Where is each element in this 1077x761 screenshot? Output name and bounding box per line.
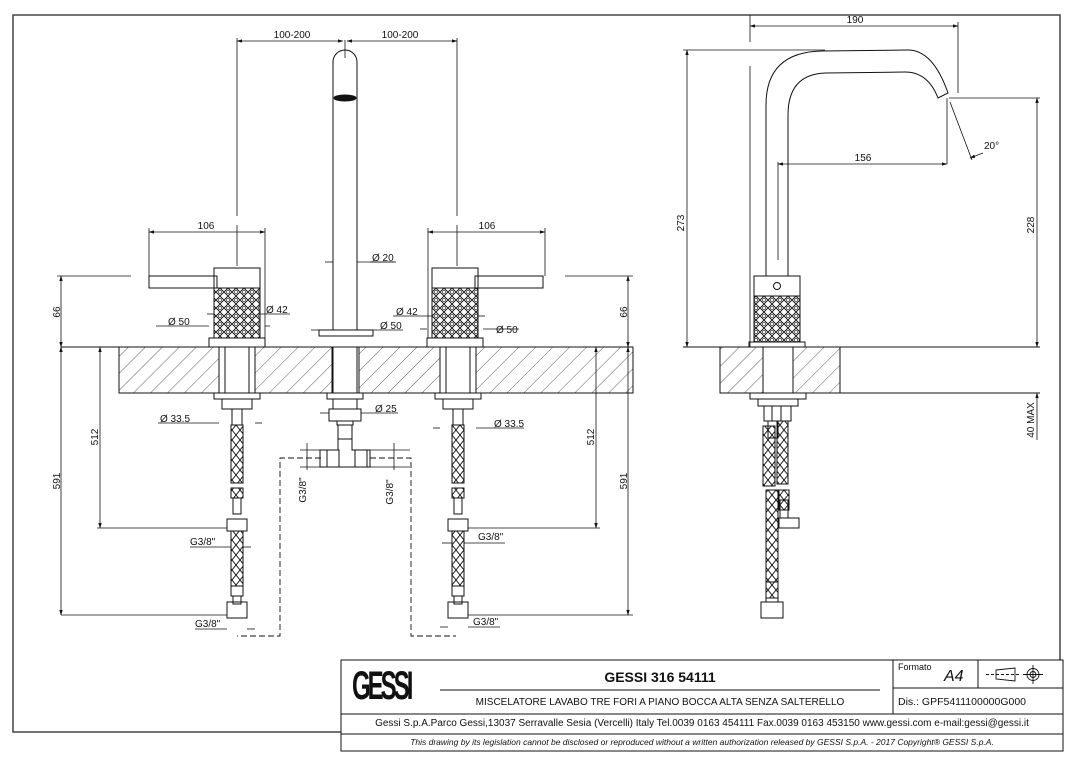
dim-outlet-height: 228 xyxy=(1026,216,1037,233)
first-angle-projection-icon xyxy=(986,665,1043,684)
format-value: A4 xyxy=(944,668,964,685)
dim-shank-diameter-left: Ø 33.5 xyxy=(160,414,190,425)
dim-spacing-left: 100-200 xyxy=(274,30,311,41)
dim-hose-length-right: 512 xyxy=(586,428,597,445)
front-view: 100-200 100-200 106 106 Ø 20 Ø 42 Ø 50 Ø… xyxy=(52,30,634,637)
dim-spout-reach: 156 xyxy=(855,153,872,164)
dim-spout-base-diameter: Ø 50 xyxy=(380,321,402,332)
dim-spout-shank-diameter: Ø 25 xyxy=(375,404,397,415)
dim-deck-thickness: 40 MAX xyxy=(1026,402,1037,438)
side-dimensions xyxy=(683,15,1040,440)
product-description: MISCELATORE LAVABO TRE FORI A PIANO BOCC… xyxy=(475,697,845,708)
dim-total-height: 273 xyxy=(676,214,687,231)
spout xyxy=(318,40,374,468)
dim-handle-base-diameter-right: Ø 50 xyxy=(496,325,518,336)
front-dimensions xyxy=(57,38,633,630)
dim-handle-width-right: 106 xyxy=(479,221,496,232)
right-handle xyxy=(426,267,544,619)
side-handle-top xyxy=(753,275,801,297)
dim-thread-mid-right: G3/8" xyxy=(478,532,504,543)
dim-handle-body-diameter-right: Ø 42 xyxy=(396,307,418,318)
dim-outlet-angle: 20° xyxy=(984,141,999,152)
dim-handle-base-diameter-left: Ø 50 xyxy=(168,317,190,328)
company-address: Gessi S.p.A.Parco Gessi,13037 Serravalle… xyxy=(375,718,1029,729)
left-handle xyxy=(148,267,266,619)
dim-projection: 190 xyxy=(847,15,864,26)
deck-section xyxy=(118,346,634,394)
side-handle-body xyxy=(753,295,801,343)
dim-shank-diameter-right: Ø 33.5 xyxy=(494,419,524,430)
format-label: Formato xyxy=(898,662,932,672)
drawing-number: Dis.: GPF5411100000G000 xyxy=(898,696,1027,708)
dim-total-length-right: 591 xyxy=(619,472,630,489)
side-view: 190 156 20° 273 228 40 MAX xyxy=(676,15,1040,619)
product-code: GESSI 316 54111 xyxy=(604,669,716,685)
dim-tee-thread-left: G3/8" xyxy=(298,477,309,503)
copyright-disclaimer: This drawing by its legislation cannot b… xyxy=(410,737,994,747)
dim-thread-end-right: G3/8" xyxy=(473,617,499,628)
dim-hose-length-left: 512 xyxy=(90,428,101,445)
dim-tee-thread-right: G3/8" xyxy=(385,479,396,505)
title-block-frame xyxy=(340,659,1064,752)
dim-total-length-left: 591 xyxy=(52,472,63,489)
dim-spacing-right: 100-200 xyxy=(382,30,419,41)
dim-spout-diameter: Ø 20 xyxy=(372,253,394,264)
dim-thread-end-left: G3/8" xyxy=(195,619,221,630)
gessi-logo: GESSI xyxy=(352,664,413,708)
dim-handle-body-diameter-left: Ø 42 xyxy=(266,305,288,316)
dim-handle-width-left: 106 xyxy=(198,221,215,232)
dim-handle-height-left: 66 xyxy=(52,306,63,318)
dim-handle-height-right: 66 xyxy=(619,306,630,318)
dim-thread-mid-left: G3/8" xyxy=(190,537,216,548)
side-spout xyxy=(765,49,949,276)
